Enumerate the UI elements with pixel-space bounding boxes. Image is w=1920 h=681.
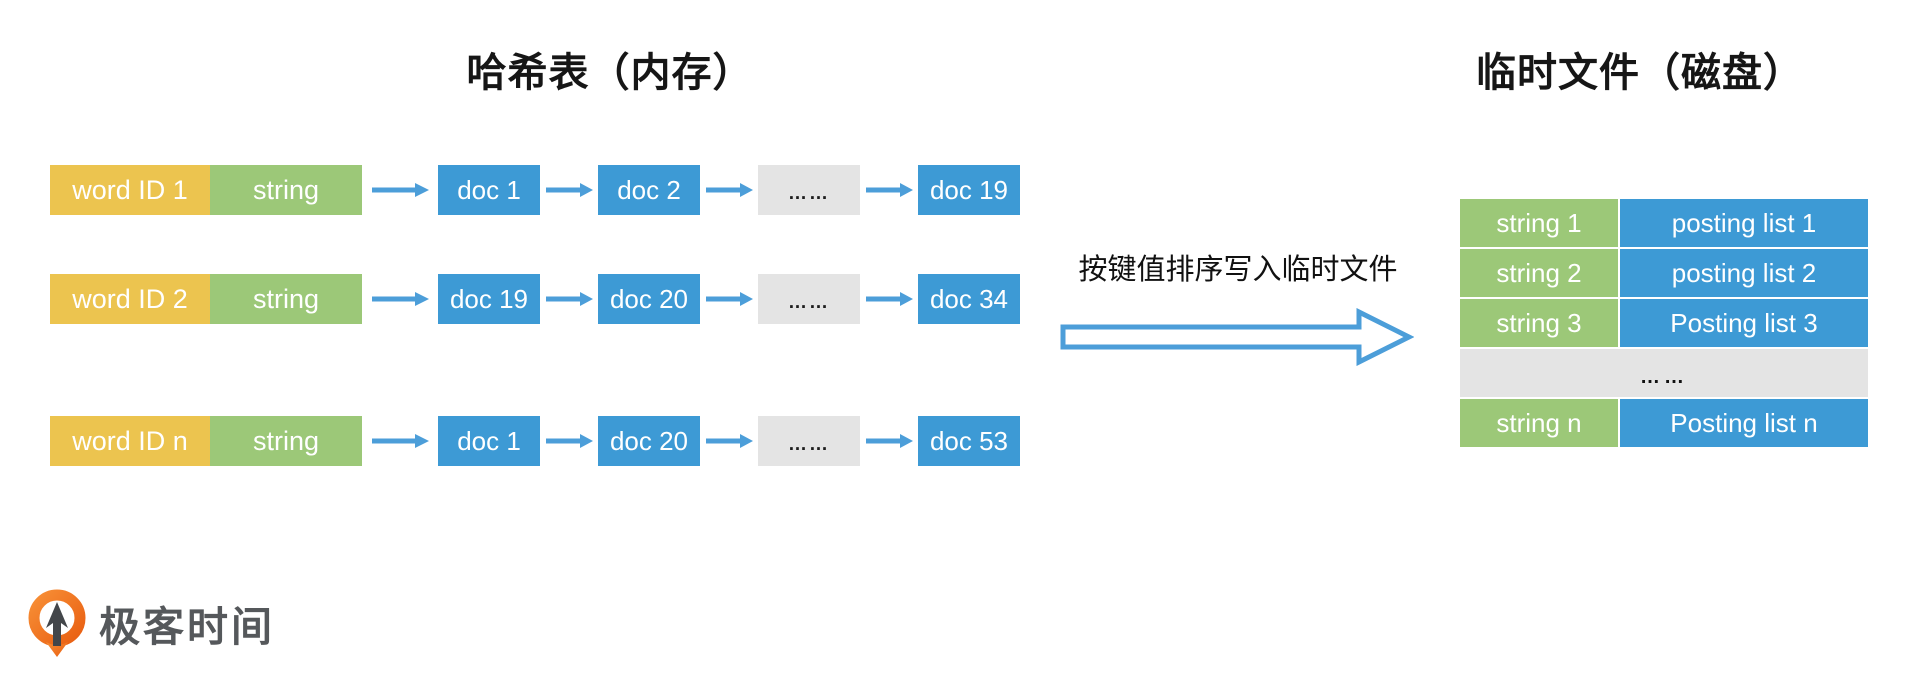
doc-node: doc 1	[438, 416, 540, 466]
doc-node: doc 34	[918, 274, 1020, 324]
string-key-cell: string 1	[1460, 199, 1618, 247]
arrow-right-icon	[362, 183, 438, 197]
arrow-right-icon	[860, 183, 918, 197]
sort-write-caption: 按键值排序写入临时文件	[1078, 254, 1398, 286]
doc-node: doc 20	[598, 274, 700, 324]
string-cell: string	[210, 274, 362, 324]
arrow-right-icon	[700, 292, 758, 306]
geektime-pin-icon	[28, 589, 86, 657]
doc-node: doc 53	[918, 416, 1020, 466]
arrow-right-icon	[540, 183, 598, 197]
transform-arrow-icon	[1060, 308, 1414, 366]
ellipsis-node: ……	[758, 274, 860, 324]
arrow-right-icon	[540, 434, 598, 448]
doc-node: doc 19	[438, 274, 540, 324]
arrow-right-icon	[700, 434, 758, 448]
string-cell: string	[210, 416, 362, 466]
string-key-cell: string 2	[1460, 249, 1618, 297]
temp-file-title: 临时文件（磁盘）	[1476, 51, 1804, 95]
doc-node: doc 19	[918, 165, 1020, 215]
geektime-logo-text: 极客时间	[99, 604, 275, 650]
string-key-cell: string n	[1460, 399, 1618, 447]
posting-list-cell: Posting list n	[1620, 399, 1868, 447]
table-ellipsis-row: ……	[1460, 349, 1868, 397]
arrow-right-icon	[860, 434, 918, 448]
word-id-cell: word ID n	[50, 416, 210, 466]
ellipsis-node: ……	[758, 165, 860, 215]
posting-list-cell: posting list 2	[1620, 249, 1868, 297]
doc-node: doc 1	[438, 165, 540, 215]
word-id-cell: word ID 2	[50, 274, 210, 324]
string-key-cell: string 3	[1460, 299, 1618, 347]
arrow-right-icon	[362, 434, 438, 448]
posting-list-cell: Posting list 3	[1620, 299, 1868, 347]
temp-file-table: string 1 posting list 1 string 2 posting…	[1460, 199, 1868, 447]
doc-node: doc 2	[598, 165, 700, 215]
string-cell: string	[210, 165, 362, 215]
hash-row-2: word ID 2 string doc 19 doc 20 …… doc 34	[50, 274, 1020, 324]
word-id-cell: word ID 1	[50, 165, 210, 215]
hash-table-title: 哈希表（内存）	[466, 51, 754, 95]
arrow-right-icon	[860, 292, 918, 306]
arrow-right-icon	[700, 183, 758, 197]
ellipsis-node: ……	[758, 416, 860, 466]
arrow-right-icon	[540, 292, 598, 306]
posting-list-cell: posting list 1	[1620, 199, 1868, 247]
doc-node: doc 20	[598, 416, 700, 466]
hash-row-n: word ID n string doc 1 doc 20 …… doc 53	[50, 416, 1020, 466]
geektime-logo: 极客时间	[25, 588, 275, 658]
arrow-right-icon	[362, 292, 438, 306]
hash-row-1: word ID 1 string doc 1 doc 2 …… doc 19	[50, 165, 1020, 215]
